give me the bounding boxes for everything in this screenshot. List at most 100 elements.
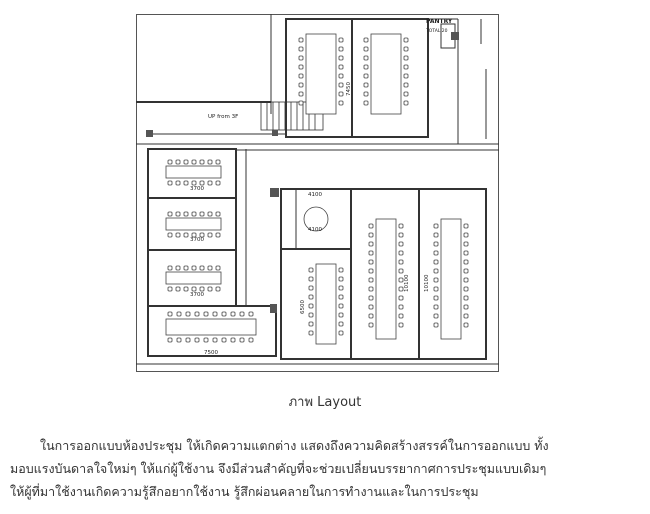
- chair: [363, 55, 369, 61]
- chair: [167, 265, 173, 271]
- meeting-table: [165, 217, 222, 231]
- chair: [463, 259, 469, 265]
- dim-10100-b: 10100: [424, 274, 430, 292]
- chair: [207, 232, 213, 238]
- chair: [183, 180, 189, 186]
- chair: [191, 159, 197, 165]
- chair: [433, 286, 439, 292]
- chair: [215, 159, 221, 165]
- chair: [433, 313, 439, 319]
- chair: [215, 180, 221, 186]
- dim-7450: 7450: [346, 82, 352, 96]
- chair: [298, 100, 304, 106]
- chair: [167, 286, 173, 292]
- chair: [308, 276, 314, 282]
- chair: [308, 267, 314, 273]
- chair: [403, 46, 409, 52]
- chair: [175, 232, 181, 238]
- chair: [176, 337, 182, 343]
- dim-7500: 7500: [204, 350, 218, 356]
- chair: [194, 337, 200, 343]
- chair: [368, 313, 374, 319]
- chair: [167, 232, 173, 238]
- chair: [199, 265, 205, 271]
- dim-10100-a: 10100: [404, 274, 410, 292]
- chair: [338, 330, 344, 336]
- chair: [398, 268, 404, 274]
- chair: [463, 268, 469, 274]
- chair: [398, 313, 404, 319]
- chair: [199, 286, 205, 292]
- pantry-total-label: TOTAL 20: [425, 28, 448, 34]
- meeting-table: [315, 263, 337, 345]
- chair: [212, 337, 218, 343]
- meeting-table: [440, 218, 462, 340]
- floor-plan-drawing: PANTRY TOTAL 20 UP from 3F 4100 4100 101…: [136, 14, 499, 372]
- chair: [368, 268, 374, 274]
- chair: [185, 337, 191, 343]
- dim-6500: 6500: [300, 300, 306, 314]
- chair: [239, 337, 245, 343]
- chair: [167, 337, 173, 343]
- chair: [363, 46, 369, 52]
- chair: [433, 277, 439, 283]
- chair: [338, 321, 344, 327]
- chair: [175, 159, 181, 165]
- chair: [248, 311, 254, 317]
- chair: [207, 286, 213, 292]
- chair: [338, 37, 344, 43]
- chair: [298, 73, 304, 79]
- body-paragraph: ในการออกแบบห้องประชุม ให้เกิดความแตกต่าง…: [10, 434, 642, 503]
- chair: [338, 91, 344, 97]
- chair: [368, 241, 374, 247]
- dim-4100-a: 4100: [308, 192, 322, 198]
- chair: [363, 64, 369, 70]
- chair: [308, 330, 314, 336]
- chair: [403, 73, 409, 79]
- chair: [398, 295, 404, 301]
- chair: [368, 250, 374, 256]
- chair: [191, 286, 197, 292]
- chair: [248, 337, 254, 343]
- chair: [338, 73, 344, 79]
- chair: [463, 313, 469, 319]
- chair: [215, 286, 221, 292]
- chair: [368, 259, 374, 265]
- chair: [433, 304, 439, 310]
- paragraph-line-2: มอบแรงบันดาลใจใหม่ๆ ให้แก่ผู้ใช้งาน จึงม…: [10, 461, 547, 476]
- chair: [167, 211, 173, 217]
- chair: [298, 91, 304, 97]
- chair: [368, 322, 374, 328]
- chair: [433, 295, 439, 301]
- dim-3700-c: 3700: [190, 292, 204, 298]
- chair: [463, 241, 469, 247]
- chair: [191, 211, 197, 217]
- chair: [363, 91, 369, 97]
- chair: [363, 37, 369, 43]
- chair: [433, 241, 439, 247]
- chair: [175, 180, 181, 186]
- chair: [203, 311, 209, 317]
- meeting-table: [165, 165, 222, 179]
- chair: [191, 180, 197, 186]
- chair: [363, 73, 369, 79]
- chair: [183, 232, 189, 238]
- chair: [199, 232, 205, 238]
- paragraph-line-1: ในการออกแบบห้องประชุม ให้เกิดความแตกต่าง…: [40, 438, 549, 453]
- chair: [398, 223, 404, 229]
- chair: [207, 180, 213, 186]
- chair: [298, 46, 304, 52]
- chair: [433, 223, 439, 229]
- chair: [199, 159, 205, 165]
- chair: [363, 82, 369, 88]
- chair: [398, 322, 404, 328]
- chair: [398, 232, 404, 238]
- chair: [338, 55, 344, 61]
- chair: [215, 232, 221, 238]
- chair: [167, 159, 173, 165]
- chair: [298, 37, 304, 43]
- chair: [403, 91, 409, 97]
- chair: [308, 285, 314, 291]
- chair: [185, 311, 191, 317]
- chair: [463, 295, 469, 301]
